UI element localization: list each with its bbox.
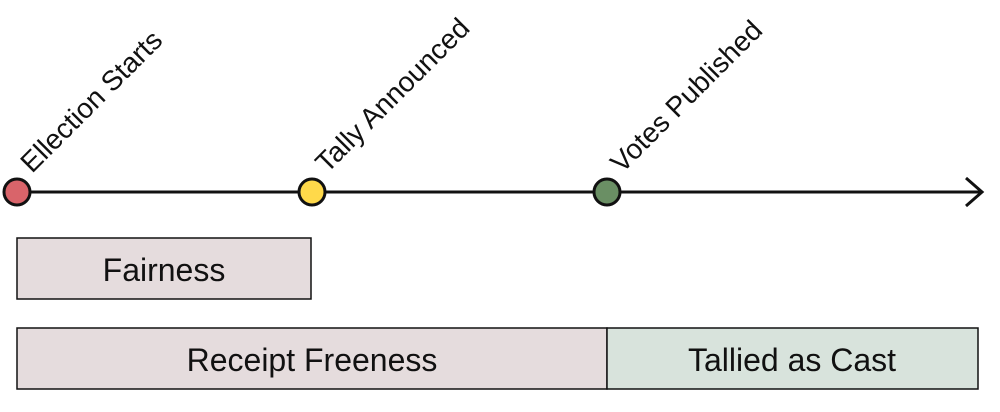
- fairness-label: Fairness: [103, 252, 226, 288]
- event-label-votes-published: Votes Published: [604, 14, 768, 178]
- event-marker-tally-announced: [297, 177, 327, 207]
- fairness-box: [16, 237, 312, 300]
- tallied-as-cast-box: [606, 327, 979, 390]
- event-marker-votes-published: [592, 177, 622, 207]
- event-marker-election-starts: [2, 177, 32, 207]
- event-label-election-starts: Ellection Starts: [14, 24, 168, 178]
- timeline-arrowhead: [965, 176, 985, 208]
- event-label-tally-announced: Tally Announced: [309, 12, 475, 178]
- receipt-freeness-label: Receipt Freeness: [187, 342, 438, 378]
- tallied-as-cast-label: Tallied as Cast: [688, 342, 896, 378]
- receipt-freeness-box: [16, 327, 608, 390]
